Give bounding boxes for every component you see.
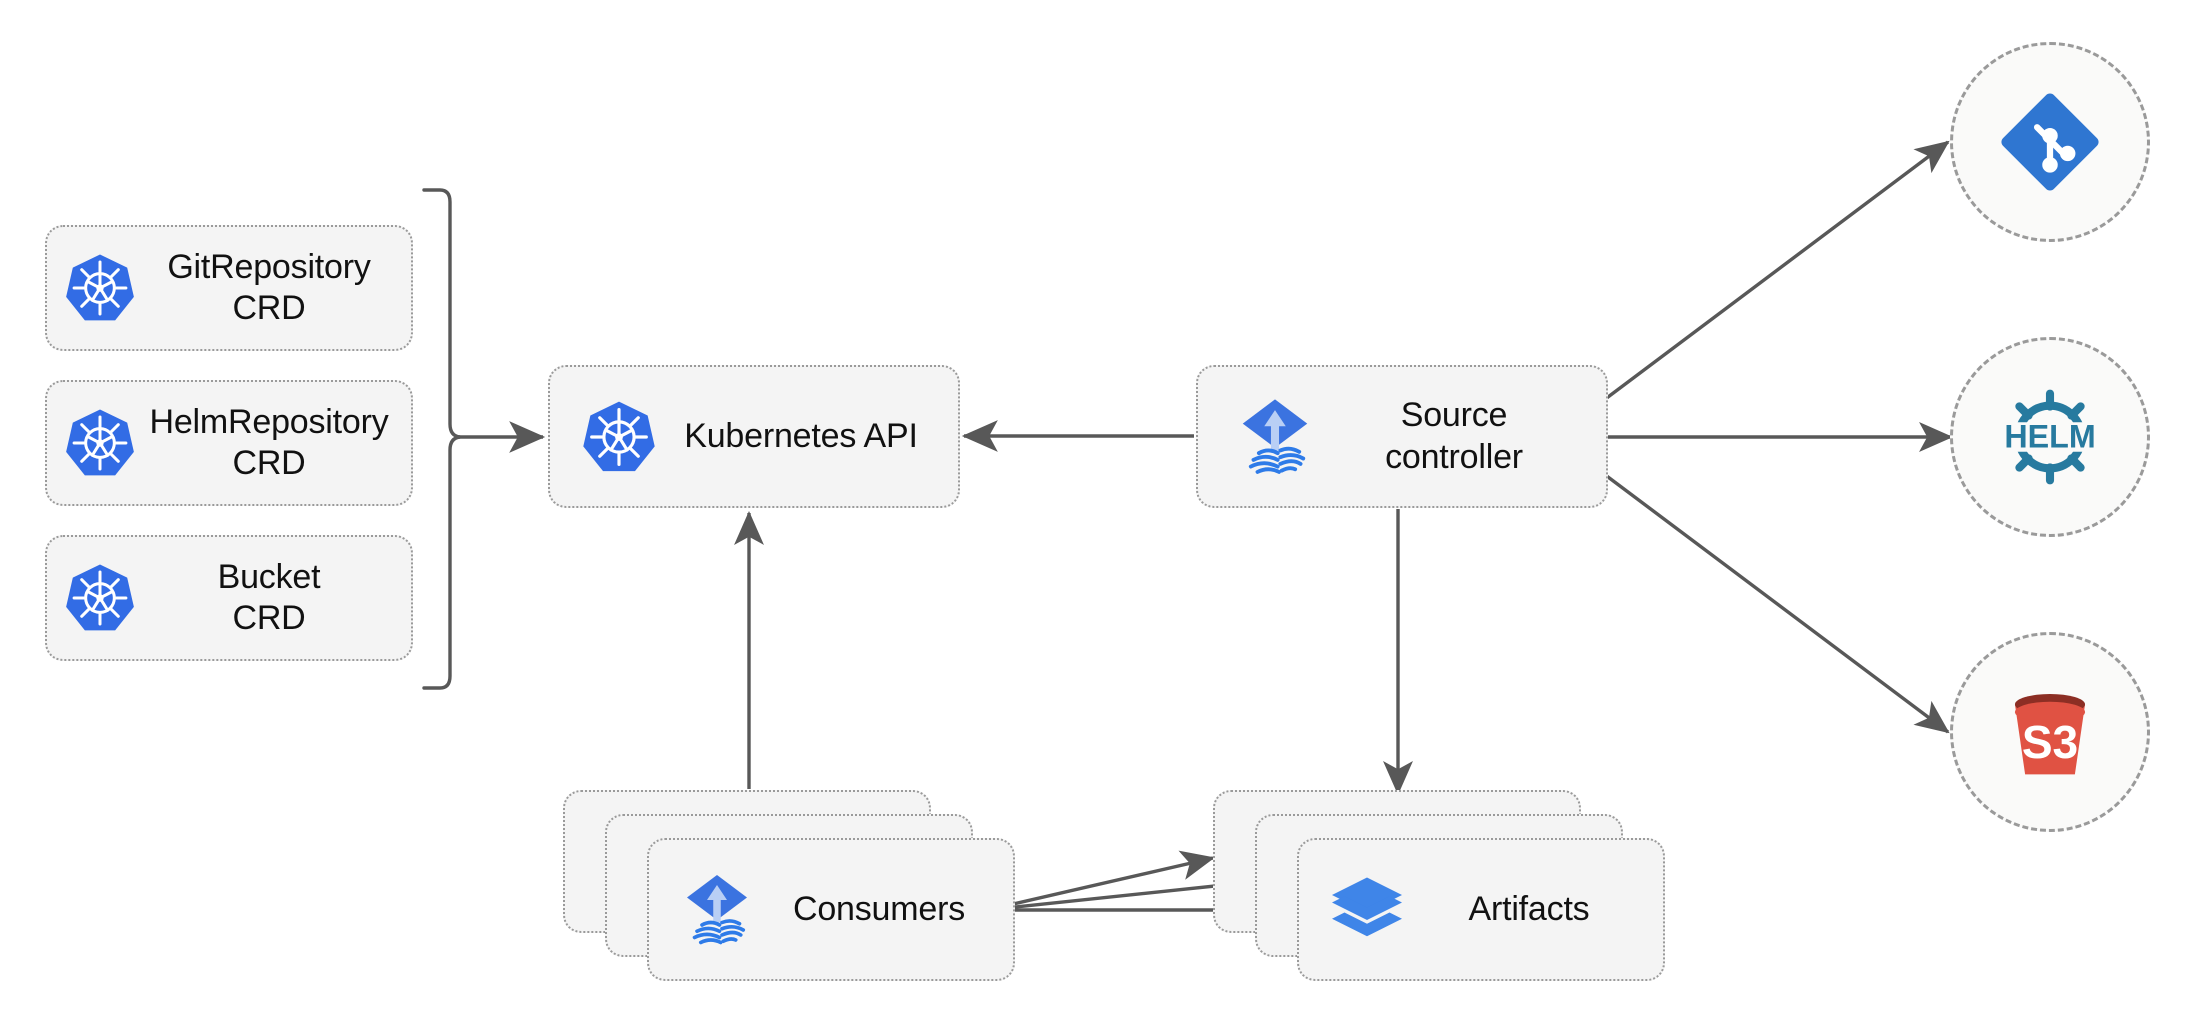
kubernetes-icon bbox=[580, 398, 658, 476]
layers-icon bbox=[1327, 870, 1407, 950]
helm-label: HELM bbox=[2004, 418, 2095, 454]
edge-sourcecontroller-to-git bbox=[1602, 140, 1950, 402]
kubernetes-icon bbox=[63, 406, 137, 480]
node-gitrepository-crd[interactable]: GitRepository CRD bbox=[45, 225, 413, 351]
consumers-card-front[interactable]: Consumers bbox=[647, 838, 1015, 981]
s3-icon: S3 bbox=[1991, 673, 2109, 791]
node-label: Consumers bbox=[792, 889, 966, 928]
node-label: Kubernetes API bbox=[684, 416, 918, 455]
node-bucket-crd[interactable]: Bucket CRD bbox=[45, 535, 413, 661]
source-helm[interactable]: HELM bbox=[1950, 337, 2150, 537]
node-label: HelmRepository CRD bbox=[149, 402, 389, 482]
artifacts-card-front[interactable]: Artifacts bbox=[1297, 838, 1665, 981]
kubernetes-icon bbox=[63, 561, 137, 635]
node-source-controller[interactable]: Source controller bbox=[1196, 365, 1608, 508]
node-consumers[interactable]: Consumers bbox=[563, 790, 1023, 990]
node-helmrepository-crd[interactable]: HelmRepository CRD bbox=[45, 380, 413, 506]
flux-icon bbox=[1232, 394, 1318, 480]
source-s3[interactable]: S3 bbox=[1950, 632, 2150, 832]
s3-label: S3 bbox=[2022, 716, 2078, 768]
node-label: GitRepository CRD bbox=[167, 247, 371, 327]
edge-sourcecontroller-to-s3 bbox=[1602, 472, 1950, 734]
helm-icon: HELM bbox=[1991, 378, 2109, 496]
crd-group-bracket bbox=[422, 188, 461, 690]
node-label: Artifacts bbox=[1468, 889, 1590, 928]
node-label: Bucket CRD bbox=[217, 557, 321, 637]
kubernetes-icon bbox=[63, 251, 137, 325]
flux-icon bbox=[677, 870, 757, 950]
node-artifacts[interactable]: Artifacts bbox=[1213, 790, 1673, 990]
node-kubernetes-api[interactable]: Kubernetes API bbox=[548, 365, 960, 508]
node-label: Source controller bbox=[1385, 396, 1523, 476]
git-icon bbox=[1991, 83, 2109, 201]
source-git[interactable] bbox=[1950, 42, 2150, 242]
